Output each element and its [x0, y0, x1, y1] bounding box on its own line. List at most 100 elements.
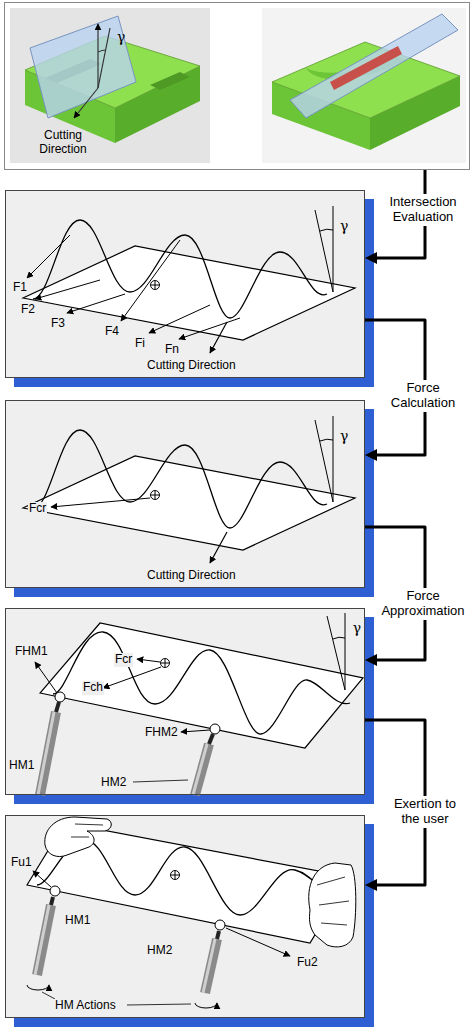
- workpiece-render: [97, 24, 98, 88]
- resultant-panel-drawing: [320, 439, 333, 441]
- force-label: Cutting Direction: [146, 569, 237, 583]
- force-label: Fu2: [296, 956, 319, 970]
- workpiece-render: [74, 88, 98, 118]
- panel-ground: [5, 815, 365, 1018]
- resultant-panel-drawing: [33, 430, 327, 528]
- force-label: HM1: [64, 914, 91, 928]
- user-panel-drawing: [45, 817, 111, 857]
- user-panel-drawing: [127, 1004, 191, 1005]
- force-panel-drawing: [151, 281, 160, 290]
- workpiece-render: [330, 46, 402, 90]
- workpiece-render: [98, 50, 106, 52]
- force-label: F4: [104, 325, 120, 339]
- workpiece-render: [150, 72, 190, 90]
- force-panel-drawing: [35, 280, 100, 299]
- user-panel-drawing: [171, 871, 180, 880]
- step-label: Exertion to the user: [386, 796, 465, 828]
- user-panel-drawing: [309, 863, 356, 947]
- force-panel-drawing: [320, 229, 333, 231]
- resultant-panel-drawing: [333, 416, 334, 502]
- haptic-panel-drawing: [161, 659, 170, 668]
- haptic-panel-drawing: [209, 734, 213, 744]
- force-label: HM Actions: [54, 999, 117, 1013]
- force-panel-drawing: [23, 206, 355, 353]
- force-panel-drawing: [149, 305, 210, 333]
- user-panel-drawing: [50, 886, 60, 896]
- haptic-panel-drawing: [161, 659, 169, 667]
- haptic-panel-drawing: [193, 744, 207, 795]
- force-label: γ: [339, 218, 349, 234]
- force-panel-drawing: [151, 281, 159, 289]
- force-label: Fcr: [114, 653, 133, 667]
- force-panel-drawing: [67, 294, 125, 313]
- user-panel-drawing: [226, 928, 290, 956]
- workpiece-render: [10, 8, 466, 163]
- force-label: γ: [116, 29, 126, 45]
- panel-ground: [4, 2, 470, 1018]
- haptic-panel-drawing: [35, 613, 363, 795]
- force-panel-drawing: [23, 246, 355, 340]
- user-panel-drawing: [27, 985, 49, 990]
- user-panel-drawing: [203, 939, 215, 993]
- workpiece-render: [30, 16, 136, 118]
- process-panel: F1F2F3F4FiFnγCutting Direction: [5, 190, 365, 378]
- panel-ground: [5, 608, 365, 795]
- panel-ground: [5, 190, 365, 378]
- resultant-panel-drawing: [23, 416, 355, 563]
- force-label: Fn: [164, 343, 180, 357]
- force-label: Fu1: [10, 856, 33, 870]
- force-label: Fch: [82, 681, 104, 695]
- force-label: Cutting Direction: [146, 359, 237, 373]
- haptic-panel-drawing: [56, 702, 59, 712]
- force-label: Fi: [134, 337, 146, 351]
- panel-ground: [4, 2, 470, 170]
- force-label: γ: [352, 620, 362, 636]
- user-panel-drawing: [171, 871, 179, 879]
- force-panel-drawing: [33, 220, 327, 318]
- user-panel-drawing: [37, 905, 51, 975]
- force-label: HM2: [100, 776, 127, 790]
- user-panel-drawing: [37, 840, 340, 915]
- workpiece-render: [10, 8, 210, 163]
- user-panel-drawing: [35, 905, 49, 975]
- user-panel-drawing: [195, 1003, 217, 1008]
- user-panel-drawing: [217, 931, 219, 939]
- force-label: HM1: [8, 759, 35, 773]
- haptic-panel-drawing: [195, 744, 209, 795]
- force-label: γ: [339, 428, 349, 444]
- force-panel-drawing: [333, 206, 334, 292]
- user-panel-drawing: [27, 817, 356, 1008]
- force-panel-drawing: [179, 318, 240, 339]
- resultant-panel-drawing: [51, 498, 150, 507]
- step-label: Force Approximation: [376, 588, 470, 620]
- user-panel-drawing: [42, 992, 55, 999]
- force-panel-drawing: [27, 235, 70, 278]
- force-panel-drawing: [210, 322, 227, 353]
- haptic-panel-drawing: [55, 692, 65, 702]
- process-panel: Fu1HM1HM2Fu2HM Actions: [5, 815, 365, 1018]
- process-panel: FcrγCutting Direction: [5, 400, 365, 588]
- force-panel-drawing: [315, 210, 333, 292]
- resultant-panel-drawing: [315, 420, 333, 502]
- haptic-panel-drawing: [53, 632, 350, 734]
- haptic-panel-drawing: [38, 712, 54, 795]
- user-panel-drawing: [51, 897, 53, 905]
- resultant-panel-drawing: [151, 491, 159, 499]
- workpiece-render: [98, 28, 110, 88]
- user-panel-drawing: [317, 877, 349, 925]
- user-panel-drawing: [71, 824, 103, 837]
- force-panel-drawing: [121, 240, 180, 321]
- user-panel-drawing: [33, 871, 51, 887]
- step-label: Intersection Evaluation: [376, 194, 470, 226]
- resultant-panel-drawing: [23, 456, 355, 550]
- haptic-panel-drawing: [137, 659, 160, 662]
- resultant-panel-drawing: [151, 491, 160, 500]
- force-label: F1: [12, 281, 28, 295]
- workpiece-render: [262, 8, 466, 163]
- user-panel-drawing: [215, 920, 225, 930]
- haptic-panel-drawing: [40, 712, 56, 795]
- force-label: FHM1: [14, 645, 49, 659]
- haptic-panel-drawing: [133, 780, 188, 782]
